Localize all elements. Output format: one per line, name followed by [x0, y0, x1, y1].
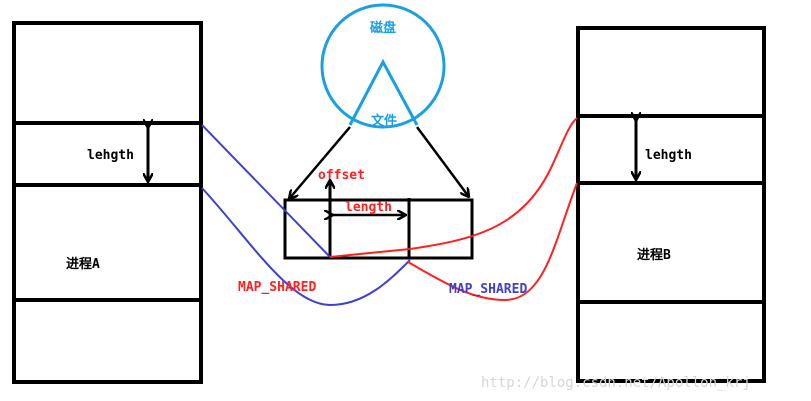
- length-label: length: [345, 200, 392, 215]
- watermark: http://blog.csdn.net/Apollon_krj: [481, 375, 751, 391]
- map-shared-label-blue: MAP_SHARED: [449, 282, 527, 297]
- process-b-region-label: lehgth: [645, 148, 692, 163]
- red-mapping-line-bottom: [407, 182, 578, 302]
- offset-label: offset: [318, 168, 365, 183]
- process-b-label: 进程B: [637, 248, 671, 263]
- blue-mapping-line-top: [201, 124, 331, 258]
- file-mapping-box: [283, 180, 474, 260]
- disk-label: 磁盘: [370, 20, 396, 36]
- file-triangle: [348, 58, 419, 126]
- file-label: 文件: [371, 113, 397, 129]
- arrow-left: [289, 126, 351, 199]
- blue-mapping-line-bottom: [201, 187, 411, 307]
- disk-circle: [320, 3, 446, 129]
- red-mapping-line-top: [329, 117, 578, 258]
- arrow-right: [415, 126, 469, 197]
- process-a-box: [12, 21, 203, 384]
- process-a-region-label: lehgth: [87, 148, 134, 163]
- map-shared-label-red: MAP_SHARED: [238, 280, 316, 295]
- process-a-label: 进程A: [66, 257, 100, 272]
- process-b-box: [576, 26, 766, 383]
